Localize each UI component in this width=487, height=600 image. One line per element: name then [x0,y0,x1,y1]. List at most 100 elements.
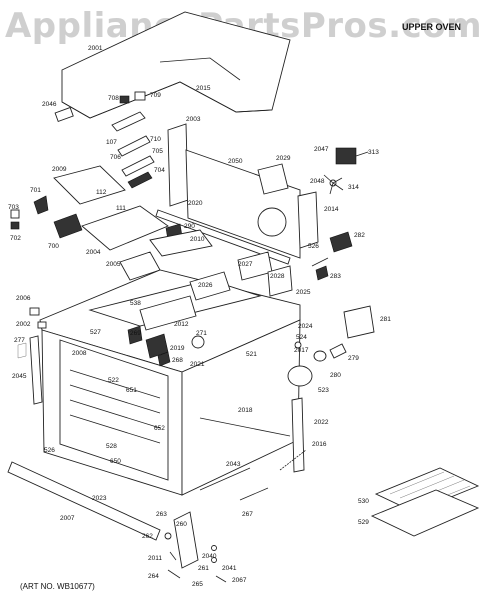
label-526-lower: 526 [44,447,55,454]
label-2029: 2029 [276,155,291,162]
label-264: 264 [148,573,159,580]
label-529: 529 [358,519,369,526]
label-2003: 2003 [186,116,201,123]
rod-2018 [199,417,291,437]
label-290: 290 [184,223,195,230]
label-2016: 2016 [312,441,327,448]
top-cover [61,11,291,119]
label-706: 706 [110,154,121,161]
art-number: (ART NO. WB10677) [20,582,95,591]
label-700: 700 [48,243,59,250]
side-trim-2022 [291,397,305,473]
label-527: 527 [90,329,101,336]
part-279 [329,343,347,359]
label-265: 265 [192,581,203,588]
label-2045: 2045 [12,373,27,380]
label-282: 282 [354,232,365,239]
label-524: 524 [296,334,307,341]
label-2010: 2010 [190,236,205,243]
label-2020: 2020 [188,200,203,207]
part-2010 [149,229,213,257]
label-702: 702 [10,235,21,242]
part-280 [313,350,327,362]
label-2041: 2041 [222,565,237,572]
part-277 [17,342,27,359]
label-2004: 2004 [86,249,101,256]
label-268: 268 [172,357,183,364]
fan-opening [257,207,287,237]
label-277: 277 [14,337,25,344]
label-709: 709 [150,92,161,99]
part-267 [239,487,269,501]
label-262: 262 [142,533,153,540]
part-2043 [199,467,251,491]
label-313: 313 [368,149,379,156]
label-528: 528 [106,443,117,450]
label-710: 710 [150,136,161,143]
part-2006 [29,307,40,316]
spring-2016 [279,449,307,471]
hinge-260 [173,511,199,569]
label-267: 267 [242,511,253,518]
part-702 [10,221,20,230]
bracket-2046 [54,106,74,123]
part-271 [191,335,205,349]
part-283 [315,265,329,281]
label-269: 269 [130,330,141,337]
label-112: 112 [96,189,107,196]
part-2011 [169,551,177,561]
label-2046: 2046 [42,101,57,108]
label-708: 708 [108,95,119,102]
label-526: 526 [308,243,319,250]
label-280: 280 [330,372,341,379]
part-2041 [211,557,217,563]
label-2015: 2015 [196,85,211,92]
label-263: 263 [156,511,167,518]
part-2012 [139,295,197,331]
label-2040: 2040 [202,553,217,560]
label-2002: 2002 [16,321,31,328]
label-703: 703 [8,204,19,211]
section-title: UPPER OVEN [402,22,462,32]
part-2028 [267,265,293,297]
label-651: 651 [126,387,137,394]
label-314: 314 [348,184,359,191]
part-264 [167,569,181,579]
motor-2047 [335,147,357,165]
label-2043: 2043 [226,461,241,468]
label-2018: 2018 [238,407,253,414]
label-701: 701 [30,187,41,194]
label-260: 260 [176,521,187,528]
upright-2003 [167,123,189,207]
label-2008: 2008 [72,350,87,357]
light-cover-523 [287,365,313,387]
label-283: 283 [330,273,341,280]
label-111: 111 [116,205,126,212]
part-281 [343,305,375,339]
label-2009: 2009 [52,166,67,173]
label-2007: 2007 [60,515,75,522]
part-701 [33,195,49,215]
label-704: 704 [154,167,165,174]
plate-2014 [297,191,319,249]
part-709 [134,91,146,101]
oven-body [39,269,301,496]
label-2025: 2025 [296,289,311,296]
label-530: 530 [358,498,369,505]
part-708 [119,95,130,104]
label-2021: 2021 [190,361,205,368]
broiler-pan [370,467,480,537]
part-262 [164,532,172,540]
part-268 [157,351,171,367]
label-2048: 2048 [310,178,325,185]
label-2019: 2019 [170,345,185,352]
label-281: 281 [380,316,391,323]
label-538: 538 [130,300,141,307]
label-2014: 2014 [324,206,339,213]
part-703 [10,209,20,219]
label-2006: 2006 [16,295,31,302]
label-271: 271 [196,330,207,337]
part-282 [329,231,353,253]
